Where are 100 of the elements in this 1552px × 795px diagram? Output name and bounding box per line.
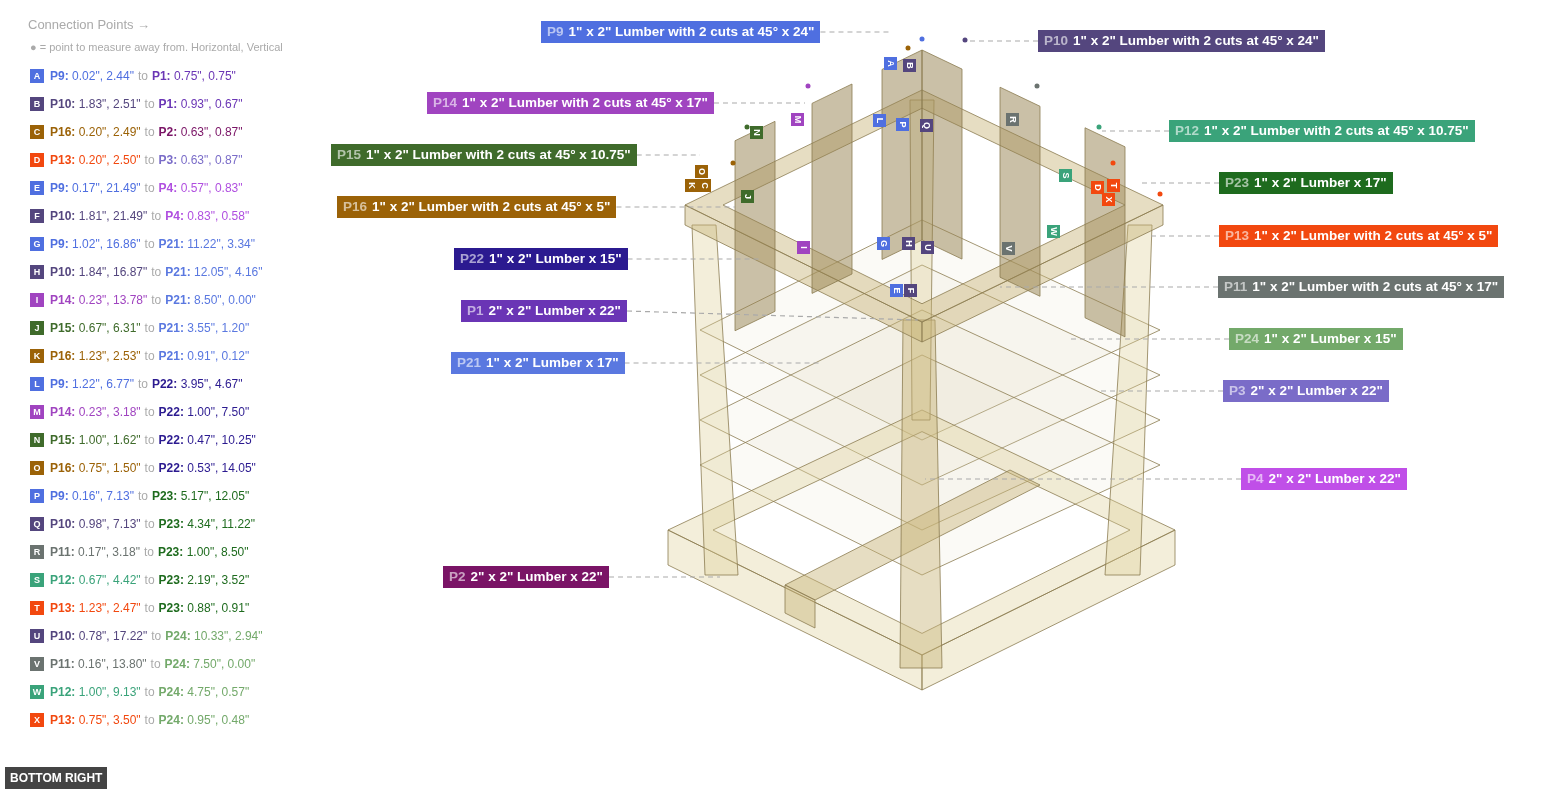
letter-badge: T	[30, 601, 44, 615]
letter-badge: I	[30, 293, 44, 307]
connection-point-text: P10: 0.98", 7.13"	[50, 517, 141, 531]
letter-badge: U	[921, 241, 934, 254]
connector-word: to	[151, 209, 162, 223]
letter-badge: K	[30, 349, 44, 363]
connection-point-text: P12: 0.67", 4.42"	[50, 573, 141, 587]
connection-point-text: P24: 10.33", 2.94"	[165, 629, 263, 643]
connector-word: to	[137, 377, 148, 391]
connection-point-text: P22: 3.95", 4.67"	[151, 377, 243, 391]
letter-badge: G	[30, 237, 44, 251]
letter-badge: L	[873, 114, 886, 127]
leader-line	[924, 478, 1242, 480]
part-label	[451, 352, 625, 374]
connector-word: to	[143, 545, 154, 559]
connector-word: to	[151, 629, 162, 643]
part-number: P14	[433, 95, 458, 110]
part-label	[541, 21, 821, 43]
leader-line	[1099, 390, 1224, 392]
letter-badge: B	[903, 59, 916, 72]
part-number: P15	[337, 147, 362, 162]
letter-badge: E	[890, 284, 903, 297]
connection-point-text: P9: 0.16", 7.13"	[50, 489, 134, 503]
letter-badge: S	[1059, 169, 1072, 182]
part-label	[1219, 225, 1499, 247]
letter-badge: W	[30, 685, 44, 699]
connector-word: to	[144, 405, 155, 419]
letter-badge: K	[685, 179, 698, 192]
leader-line	[623, 362, 821, 364]
connection-point-text: P1: 0.75", 0.75"	[151, 69, 236, 83]
part-description: 1" x 2" Lumber with 2 cuts at 45° x 10.75"	[1204, 123, 1469, 138]
part-number: P9	[547, 24, 564, 39]
connection-point-text: P21: 8.50", 0.00"	[165, 293, 256, 307]
part-number: P23	[1225, 175, 1250, 190]
part-number: P3	[1229, 383, 1246, 398]
part-number: P22	[460, 251, 485, 266]
legend-note: ● = point to measure away from. Horizontal, Vertical	[30, 41, 283, 53]
connection-point-text: P24: 0.95", 0.48"	[158, 713, 250, 727]
connection-point-text: P16: 0.75", 1.50"	[50, 461, 141, 475]
connector-word: to	[144, 601, 155, 615]
letter-badge: S	[30, 573, 44, 587]
letter-badge: O	[695, 165, 708, 178]
letter-badge: M	[791, 113, 804, 126]
connection-point-text: P14: 0.23", 3.18"	[50, 405, 141, 419]
connector-word: to	[144, 685, 155, 699]
panel-heading: Connection Points →	[28, 17, 151, 32]
leader-line	[1149, 235, 1220, 237]
part-description: 2" x 2" Lumber x 22"	[488, 303, 622, 318]
part-description: 1" x 2" Lumber with 2 cuts at 45° x 5"	[1254, 228, 1493, 243]
part-label	[1223, 380, 1390, 402]
part-number: P21	[457, 355, 482, 370]
leader-line	[1101, 130, 1170, 132]
connector-word: to	[137, 69, 148, 83]
connection-point-text: P15: 0.67", 6.31"	[50, 321, 141, 335]
letter-badge: Q	[30, 517, 44, 531]
connection-point-text: P15: 1.00", 1.62"	[50, 433, 141, 447]
letter-badge: C	[698, 179, 711, 192]
part-number: P4	[1247, 471, 1264, 486]
connection-point-text: P23: 4.34", 11.22"	[158, 517, 255, 531]
connection-point-text: P2: 0.63", 0.87"	[158, 125, 243, 139]
connection-point-text: P22: 0.53", 14.05"	[158, 461, 256, 475]
connector-word: to	[144, 461, 155, 475]
part-description: 1" x 2" Lumber x 17"	[486, 355, 619, 370]
connection-point-text: P14: 0.23", 13.78"	[50, 293, 148, 307]
letter-badge: J	[30, 321, 44, 335]
leader-line	[626, 258, 761, 260]
part-description: 1" x 2" Lumber x 17"	[1254, 175, 1387, 190]
connection-point-text: P3: 0.63", 0.87"	[158, 153, 243, 167]
connection-point-text: P13: 1.23", 2.47"	[50, 601, 141, 615]
part-label	[1038, 30, 1325, 52]
connector-word: to	[144, 237, 155, 251]
letter-badge: E	[30, 181, 44, 195]
letter-badge: W	[1047, 225, 1060, 238]
part-label	[1218, 276, 1505, 298]
letter-badge: N	[30, 433, 44, 447]
connection-point-text: P1: 0.93", 0.67"	[158, 97, 243, 111]
connection-point-text: P21: 11.22", 3.34"	[158, 237, 255, 251]
connection-point-text: P11: 0.16", 13.80"	[50, 657, 147, 671]
part-label	[1241, 468, 1408, 490]
letter-badge: D	[1091, 181, 1104, 194]
letter-badge: C	[30, 125, 44, 139]
leader-line	[713, 102, 806, 104]
letter-badge: O	[30, 461, 44, 475]
letter-badge: R	[1006, 113, 1019, 126]
connection-point-text: P9: 0.17", 21.49"	[50, 181, 141, 195]
connection-point-text: P21: 12.05", 4.16"	[165, 265, 263, 279]
letter-badge: Q	[920, 119, 933, 132]
leader-line	[1139, 182, 1220, 184]
connection-point-text: P23: 1.00", 8.50"	[157, 545, 249, 559]
letter-badge: P	[30, 489, 44, 503]
connector-word: to	[144, 97, 155, 111]
letter-badge: F	[904, 284, 917, 297]
connector-word: to	[150, 657, 161, 671]
connection-point-text: P23: 5.17", 12.05"	[151, 489, 250, 503]
connection-point-text: P9: 1.22", 6.77"	[50, 377, 134, 391]
connection-point-text: P16: 1.23", 2.53"	[50, 349, 141, 363]
letter-badge: I	[797, 241, 810, 254]
leader-line	[615, 206, 736, 208]
part-number: P24	[1235, 331, 1260, 346]
letter-badge: H	[902, 237, 915, 250]
